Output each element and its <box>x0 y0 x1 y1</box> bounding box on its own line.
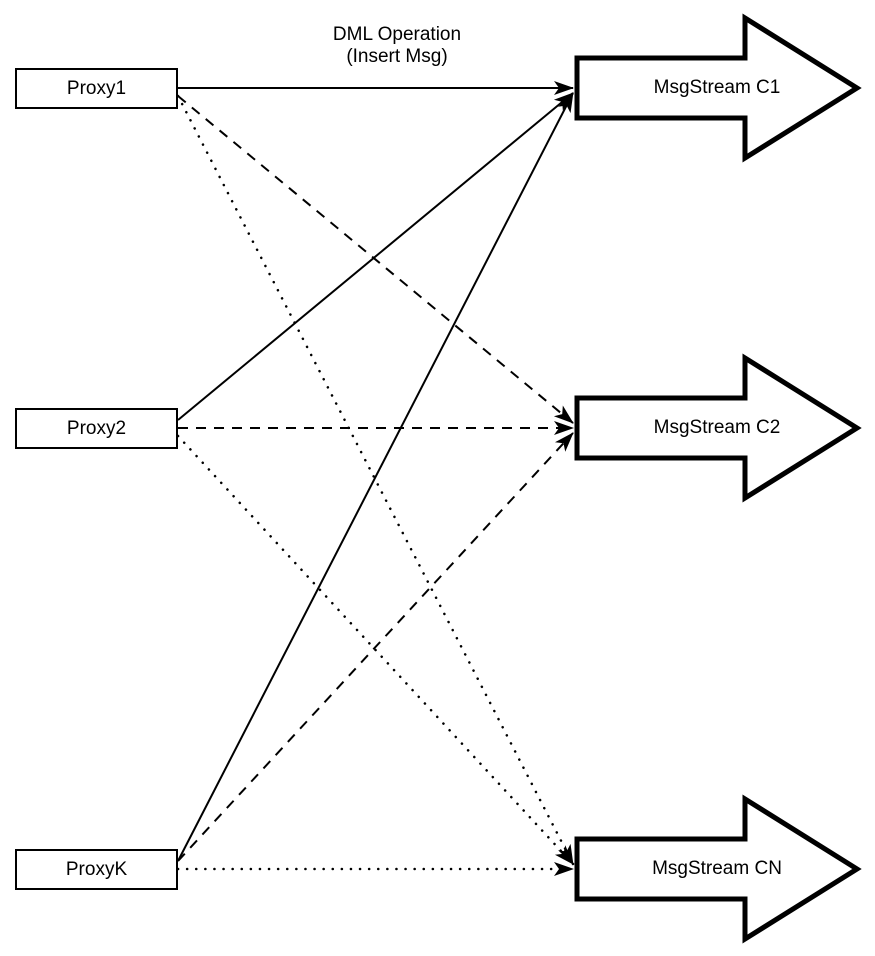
msgstream-cn-label: MsgStream CN <box>652 858 782 879</box>
msgstream-c1-label: MsgStream C1 <box>653 77 781 98</box>
msgstream-c2-label: MsgStream C2 <box>653 417 781 438</box>
connection-proxyK-c1-solid <box>177 92 574 862</box>
diagram-title-line1: DML Operation <box>332 24 462 45</box>
proxyK-node: ProxyK <box>15 849 178 890</box>
diagram-title: DML Operation (Insert Msg) <box>277 24 517 68</box>
msgstream-shapes <box>574 13 862 944</box>
connection-lines-layer <box>176 81 575 876</box>
proxy2-label: Proxy2 <box>66 417 127 439</box>
msgstream-cn-block-arrow-icon <box>574 794 862 944</box>
connection-proxy2-c1-solid <box>177 92 574 421</box>
proxy1-node: Proxy1 <box>15 68 178 109</box>
proxy1-label: Proxy1 <box>66 77 127 99</box>
proxyK-label: ProxyK <box>65 858 128 880</box>
connection-proxy2-cn-dotted <box>176 434 575 866</box>
proxy2-node: Proxy2 <box>15 408 178 449</box>
connection-proxyK-c2-dashed <box>177 432 574 862</box>
msgstream-c2-block-arrow-icon <box>574 353 862 503</box>
diagram-title-line2: (Insert Msg) <box>346 46 448 67</box>
connection-proxy1-cn-dotted <box>176 94 575 866</box>
msgstream-c1-block-arrow-icon <box>574 13 862 163</box>
connection-proxy1-c2-dashed <box>177 95 574 424</box>
